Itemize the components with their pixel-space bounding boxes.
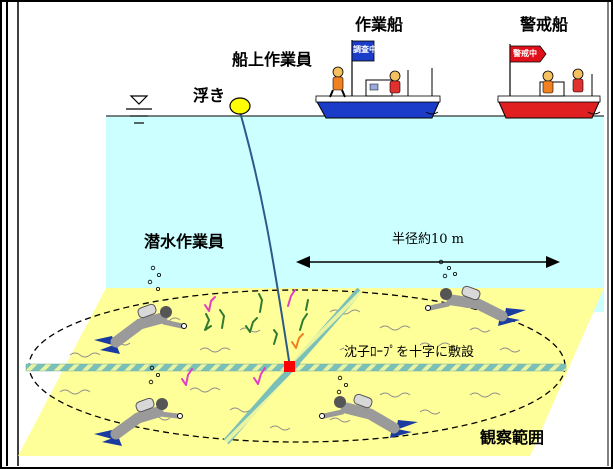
work-boat-label: 作業船 [355, 15, 404, 34]
radius-arrow [296, 256, 560, 268]
diver-icon [94, 397, 183, 446]
diver-icon [94, 303, 187, 354]
float-rope [239, 111, 291, 368]
boat-icon [497, 99, 601, 119]
water-level-symbol [126, 95, 152, 124]
worker-icon [389, 70, 401, 94]
flag-icon [509, 45, 547, 63]
worker-icon [329, 66, 346, 98]
diver-icon [319, 393, 418, 438]
guard-flag-text: 警戒中 [513, 49, 537, 58]
radius-label: 半径約10 m [392, 232, 465, 247]
seaweed-icon [291, 333, 304, 349]
worker-icon [572, 68, 584, 93]
float-label: 浮き [193, 86, 226, 105]
seaweed-icon [181, 289, 296, 386]
flag-icon [351, 40, 375, 62]
center-marker [284, 361, 295, 372]
diver-icon [425, 285, 526, 326]
bubbles-icon [147, 259, 457, 395]
worker-icon [542, 70, 554, 94]
seaweed-group [181, 289, 309, 386]
boat-icon [315, 99, 441, 119]
seaweed-icon [204, 293, 309, 345]
work-boat [315, 40, 441, 119]
float-icon [229, 97, 251, 115]
guard-boat-label: 警戒船 [520, 15, 569, 34]
survey-flag-text: 調査中 [353, 45, 377, 54]
diver-label: 潜水作業員 [144, 232, 225, 251]
guard-boat [497, 44, 601, 119]
sinker-rope-label: 沈子ﾛｰﾌﾟを十字に敷設 [344, 345, 475, 360]
water-area [106, 116, 604, 312]
onboard-worker-label: 船上作業員 [232, 50, 313, 69]
observation-area-label: 観察範囲 [480, 428, 545, 447]
